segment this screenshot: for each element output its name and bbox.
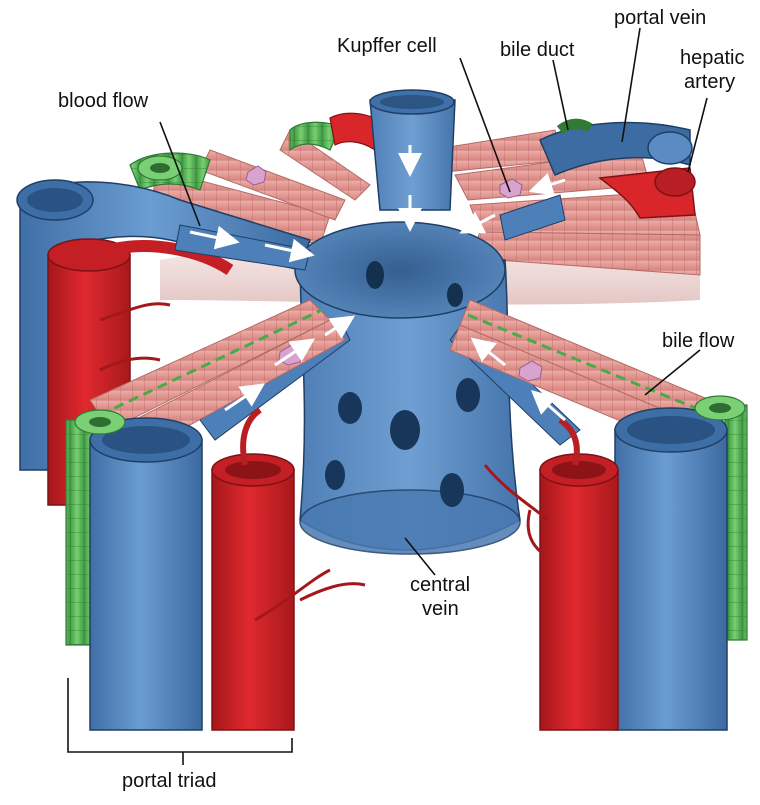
bile-duct-label: bile duct <box>500 39 575 62</box>
back-sinusoid-vessel <box>370 100 455 210</box>
kupffer-cell-label: Kupffer cell <box>337 35 437 58</box>
central-vein-label-line1: central <box>410 574 470 597</box>
hepatic-artery-label-line2: artery <box>684 71 735 94</box>
central-vein <box>295 222 520 554</box>
portal-triad-label: portal triad <box>122 770 217 793</box>
hepatic-artery-label-line1: hepatic <box>680 47 745 70</box>
bile-flow-label: bile flow <box>662 330 734 353</box>
central-vein-label-line2: vein <box>422 598 459 621</box>
portal-vein-label: portal vein <box>614 7 706 30</box>
portal-triad-front-right <box>485 396 747 730</box>
blood-flow-label: blood flow <box>58 90 148 113</box>
